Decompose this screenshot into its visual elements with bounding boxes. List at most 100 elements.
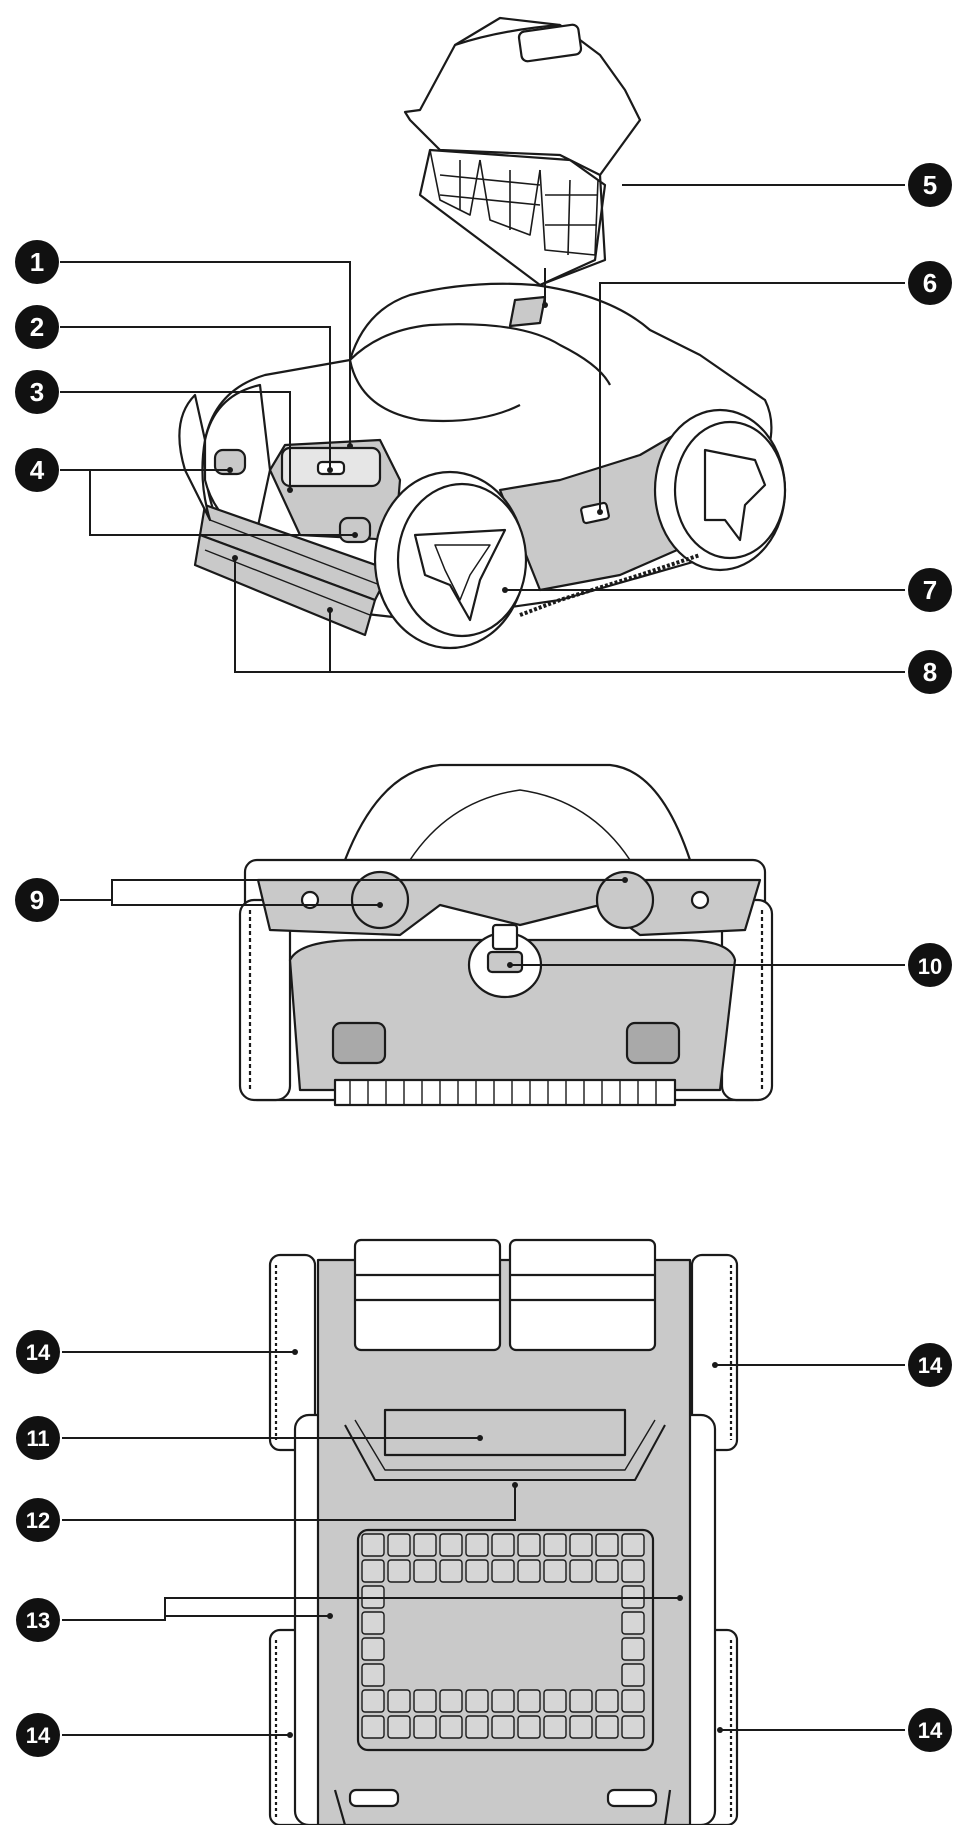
callout-14-bottom-left: 14 bbox=[16, 1713, 60, 1757]
grid-cell bbox=[595, 1533, 619, 1557]
svg-text:12: 12 bbox=[26, 1508, 50, 1533]
grid-cell bbox=[361, 1715, 385, 1739]
rear-panel bbox=[288, 938, 737, 1092]
leader-lines-bottom bbox=[62, 1351, 905, 1736]
grid-cell bbox=[465, 1689, 489, 1713]
callout-3: 3 bbox=[15, 370, 59, 414]
figure-rear-view bbox=[238, 763, 774, 1107]
grid-cell bbox=[361, 1533, 385, 1557]
leader-lines-middle bbox=[60, 879, 905, 966]
grid-cell bbox=[361, 1663, 385, 1687]
grid-cell bbox=[361, 1559, 385, 1583]
svg-text:10: 10 bbox=[918, 954, 942, 979]
callout-14-top-left: 14 bbox=[16, 1330, 60, 1374]
grid-cell bbox=[621, 1663, 645, 1687]
grid-cell bbox=[543, 1533, 567, 1557]
filter-basket bbox=[403, 16, 642, 287]
grid-cell bbox=[387, 1533, 411, 1557]
callout-1: 1 bbox=[15, 240, 59, 284]
grid-cell bbox=[413, 1533, 437, 1557]
svg-text:13: 13 bbox=[26, 1608, 50, 1633]
grid-cell bbox=[387, 1715, 411, 1739]
bottom-brushes bbox=[353, 1238, 657, 1352]
front-light-left bbox=[213, 448, 247, 476]
front-light-right bbox=[338, 516, 372, 544]
callout-14-bottom-right: 14 bbox=[908, 1708, 952, 1752]
top-handle-slot bbox=[508, 295, 547, 328]
grid-cell bbox=[413, 1715, 437, 1739]
figure-perspective-view bbox=[178, 16, 787, 650]
grid-cell bbox=[569, 1533, 593, 1557]
grid-cell bbox=[621, 1533, 645, 1557]
grid-cell bbox=[491, 1533, 515, 1557]
rear-pad-right bbox=[625, 1021, 681, 1065]
filter-mesh bbox=[429, 149, 599, 256]
suction-inlet bbox=[383, 1408, 627, 1457]
left-wheel bbox=[178, 393, 212, 522]
grid-cell bbox=[543, 1689, 567, 1713]
svg-text:1: 1 bbox=[30, 247, 44, 277]
svg-text:14: 14 bbox=[26, 1723, 51, 1748]
svg-text:5: 5 bbox=[923, 170, 937, 200]
rear-pad-left bbox=[331, 1021, 387, 1065]
svg-text:8: 8 bbox=[923, 657, 937, 687]
leader-dots-middle bbox=[377, 877, 628, 968]
grid-cell bbox=[569, 1559, 593, 1583]
grid-cell bbox=[413, 1559, 437, 1583]
rear-wheel bbox=[653, 408, 787, 572]
svg-text:9: 9 bbox=[30, 885, 44, 915]
grid-cell bbox=[387, 1559, 411, 1583]
grid-cell bbox=[621, 1611, 645, 1635]
side-track bbox=[519, 553, 701, 617]
callout-7: 7 bbox=[908, 568, 952, 612]
grid-cell bbox=[595, 1715, 619, 1739]
svg-text:14: 14 bbox=[918, 1718, 943, 1743]
svg-text:4: 4 bbox=[30, 455, 45, 485]
side-button bbox=[580, 501, 610, 525]
grid-cell bbox=[569, 1715, 593, 1739]
callout-5: 5 bbox=[908, 163, 952, 207]
svg-text:7: 7 bbox=[923, 575, 937, 605]
svg-text:14: 14 bbox=[918, 1353, 943, 1378]
intake-grid bbox=[356, 1528, 655, 1752]
grid-cell bbox=[387, 1689, 411, 1713]
grid-cell bbox=[465, 1559, 489, 1583]
callout-9: 9 bbox=[15, 878, 59, 922]
callout-2: 2 bbox=[15, 305, 59, 349]
grid-cell bbox=[543, 1715, 567, 1739]
grid-cell bbox=[621, 1637, 645, 1661]
callout-4: 4 bbox=[15, 448, 59, 492]
leader-dots-bottom bbox=[287, 1349, 723, 1738]
grid-cell bbox=[413, 1689, 437, 1713]
grid-cell bbox=[543, 1559, 567, 1583]
figure-bottom-view bbox=[268, 1238, 739, 1825]
callout-6: 6 bbox=[908, 261, 952, 305]
grid-cell bbox=[621, 1689, 645, 1713]
grid-cell bbox=[491, 1559, 515, 1583]
svg-text:11: 11 bbox=[26, 1426, 49, 1451]
callout-11: 11 bbox=[16, 1416, 60, 1460]
svg-text:2: 2 bbox=[30, 312, 44, 342]
grid-cell bbox=[491, 1715, 515, 1739]
leader-dots-top bbox=[227, 302, 603, 613]
grid-cell bbox=[439, 1533, 463, 1557]
callout-14-top-right: 14 bbox=[908, 1343, 952, 1387]
grid-cell bbox=[439, 1689, 463, 1713]
rear-fins bbox=[333, 1078, 677, 1107]
grid-cell bbox=[517, 1559, 541, 1583]
grid-cell bbox=[439, 1715, 463, 1739]
grid-cell bbox=[361, 1611, 385, 1635]
grid-cell bbox=[361, 1689, 385, 1713]
leader-lines-top bbox=[60, 184, 905, 673]
grid-cell bbox=[491, 1689, 515, 1713]
front-wheel bbox=[373, 470, 528, 650]
grid-cell bbox=[517, 1715, 541, 1739]
callout-10: 10 bbox=[908, 943, 952, 987]
grid-cell bbox=[361, 1637, 385, 1661]
grid-cell bbox=[595, 1559, 619, 1583]
callout-12: 12 bbox=[16, 1498, 60, 1542]
grid-cell bbox=[621, 1559, 645, 1583]
svg-text:14: 14 bbox=[26, 1340, 51, 1365]
grid-cell bbox=[517, 1533, 541, 1557]
